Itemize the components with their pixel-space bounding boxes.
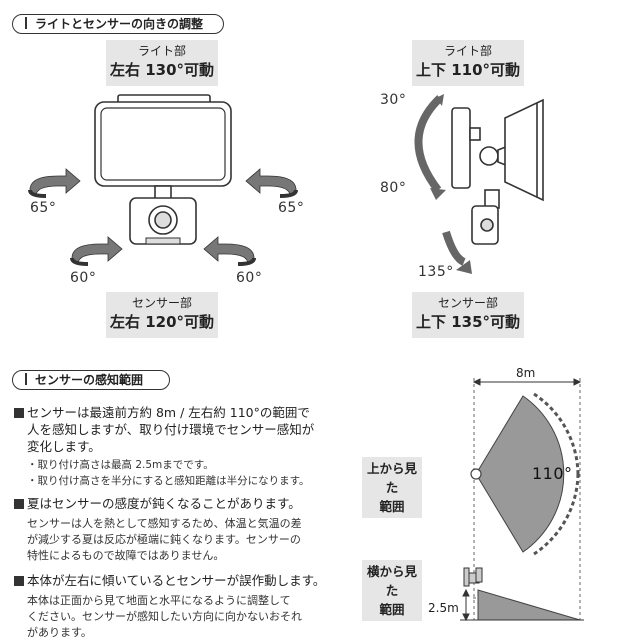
tilt-arrows-icon: [414, 94, 472, 274]
sensor-lr-title: センサー部: [131, 296, 192, 310]
section-title-text: センサーの感知範囲: [35, 373, 144, 387]
top-view-line2: 範囲: [379, 499, 405, 514]
bullet3-heading: 本体が左右に傾いているとセンサーが誤作動します。: [27, 573, 326, 588]
bullet1-line1: センサーは最遠前方約 8m / 左右約 110°の範囲で: [27, 405, 310, 420]
bullet-range: センサーは最遠前方約 8m / 左右約 110°の範囲で 人を感知しますが、取り…: [14, 404, 344, 455]
detection-angle: 110°: [532, 464, 573, 483]
light-lr-value: 左右 130°可動: [109, 61, 215, 79]
section-title-range: センサーの感知範囲: [12, 370, 170, 390]
bullet2-line2: が減少する夏は反応が極端に鈍くなります。センサーの: [27, 533, 301, 546]
angle-up: 30°: [380, 92, 407, 108]
distance-label: 8m: [516, 366, 536, 380]
square-bullet-icon: [14, 499, 24, 509]
side-view-range: [477, 589, 581, 621]
front-light-icon: [94, 94, 232, 245]
distance-dimension: [472, 378, 582, 386]
range-text-block: センサーは最遠前方約 8m / 左右約 110°の範囲で 人を感知しますが、取り…: [14, 404, 344, 640]
height-label: 2.5m: [428, 601, 459, 615]
angle-sensor-down: 135°: [418, 264, 454, 280]
side-view-line2: 範囲: [379, 602, 405, 617]
adjustment-illustration: [28, 94, 544, 274]
side-view-light-icon: [463, 567, 483, 587]
note-half: ・取り付け高さを半分にすると感知距離は半分になります。: [27, 475, 310, 487]
note-height: ・取り付け高さは最高 2.5mまでです。: [27, 459, 214, 471]
top-view-range: [475, 395, 565, 553]
title-bar: [25, 373, 27, 385]
bullet-summer: 夏はセンサーの感度が鈍くなることがあります。: [14, 495, 344, 512]
light-ud-value: 上下 110°可動: [415, 61, 521, 79]
sensor-ud-title: センサー部: [437, 296, 498, 310]
rotation-arrows-icon: [28, 168, 298, 266]
bullet3-line2: ください。センサーが感知したい方向に向かないおそれ: [27, 610, 302, 623]
angle-sensor-left: 60°: [70, 270, 97, 286]
bullet2-heading: 夏はセンサーの感度が鈍くなることがあります。: [27, 496, 301, 511]
light-ud-title: ライト部: [443, 44, 492, 58]
square-bullet-icon: [14, 408, 24, 418]
square-bullet-icon: [14, 576, 24, 586]
top-view-line1: 上から見た: [366, 461, 417, 495]
bullet1-line3: 変化します。: [27, 439, 101, 454]
height-dimension: [462, 588, 470, 622]
bullet3-line1: 本体は正面から見て地面と水平になるように調整して: [27, 594, 291, 607]
sensor-lr-box: センサー部 左右 120°可動: [106, 292, 218, 338]
side-view-line1: 横から見た: [366, 564, 417, 598]
bullet2-line1: センサーは人を熱として感知するため、体温と気温の差: [27, 517, 302, 530]
angle-light-right: 65°: [278, 200, 305, 216]
angle-light-left: 65°: [30, 200, 57, 216]
sensor-point-icon: [470, 468, 482, 480]
angle-sensor-right: 60°: [236, 270, 263, 286]
section-title-adjust: ライトとセンサーの向きの調整: [12, 14, 224, 34]
sensor-lr-value: 左右 120°可動: [109, 313, 215, 331]
side-view-label: 横から見た 範囲: [362, 560, 422, 621]
light-ud-box: ライト部 上下 110°可動: [412, 40, 524, 86]
guide-lines: [470, 378, 581, 620]
side-light-icon: [451, 98, 544, 245]
light-lr-title: ライト部: [137, 44, 186, 58]
bullet1-line2: 人を感知しますが、取り付け環境でセンサー感知が: [27, 422, 315, 437]
light-lr-box: ライト部 左右 130°可動: [106, 40, 218, 86]
sensor-ud-value: 上下 135°可動: [415, 313, 521, 331]
top-view-label: 上から見た 範囲: [362, 457, 422, 518]
angle-down: 80°: [380, 180, 407, 196]
bullet-tilt: 本体が左右に傾いているとセンサーが誤作動します。: [14, 572, 344, 589]
sensor-ud-box: センサー部 上下 135°可動: [412, 292, 524, 338]
title-bar: [25, 17, 27, 29]
section-title-text: ライトとセンサーの向きの調整: [35, 17, 204, 31]
bullet3-line3: があります。: [27, 626, 92, 639]
bullet2-line3: 特性によるもので故障ではありません。: [27, 549, 225, 562]
